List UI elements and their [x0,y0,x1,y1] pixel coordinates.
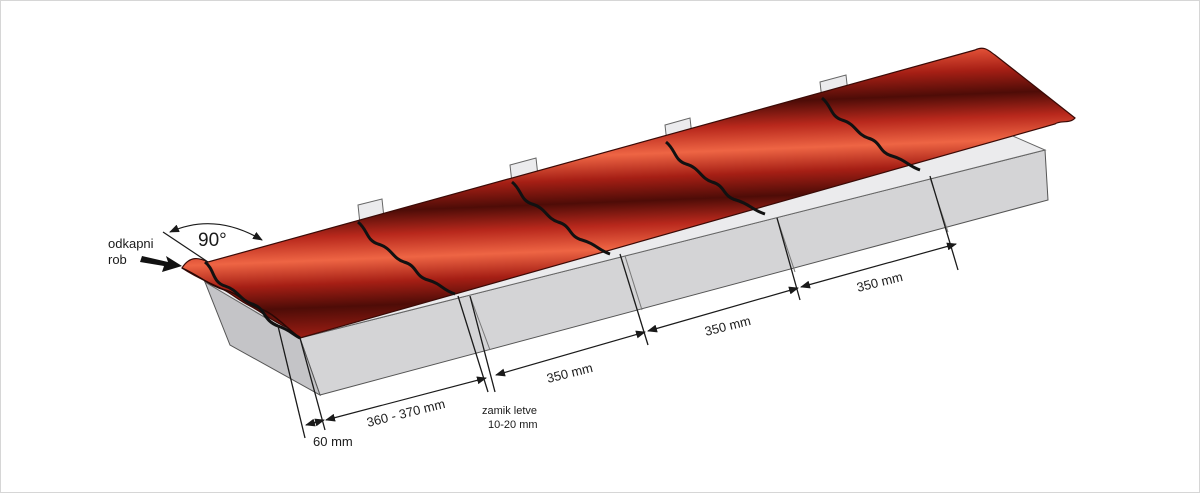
dim-label-60: 60 mm [313,434,353,449]
dim-label-350-c: 350 mm [855,269,904,295]
dimension-lines [305,242,957,427]
dim-label-350-a: 350 mm [545,360,594,386]
tile-step-lines [203,96,921,340]
offset-label-line1: zamik letve [482,405,537,417]
eave-callout: odkapni rob [108,236,182,272]
extension-lines [277,175,959,439]
eave-label-line2: rob [108,252,127,267]
angle-label: 90° [198,230,227,251]
dim-label-350-b: 350 mm [703,313,752,339]
eave-arrow-icon [140,256,182,272]
dim-label-360-370: 360 - 370 mm [365,396,446,430]
offset-label-line2: 10-20 mm [488,419,538,431]
right-angle-indicator: 90° [162,223,263,263]
eave-label-line1: odkapni [108,236,154,251]
